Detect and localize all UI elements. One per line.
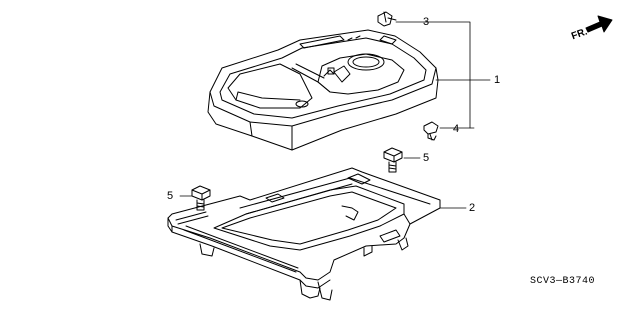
clip-part-4 xyxy=(423,121,439,141)
callout-2: 2 xyxy=(469,202,476,214)
bolt-part-5a xyxy=(383,147,403,173)
diagram-code: SCV3—B3740 xyxy=(530,276,596,287)
callout-1: 1 xyxy=(494,74,501,86)
leader-lines xyxy=(179,21,491,209)
callout-5-lower: 5 xyxy=(167,190,174,202)
front-direction-arrow-icon xyxy=(585,15,613,33)
mounting-bracket-part xyxy=(167,167,441,301)
callout-5-upper: 5 xyxy=(423,152,430,164)
console-tray-part xyxy=(207,29,439,151)
leader-4-branch xyxy=(439,79,471,129)
callout-4: 4 xyxy=(453,123,460,135)
callout-3: 3 xyxy=(423,16,430,28)
clip-part-3 xyxy=(377,11,397,27)
leader-3 xyxy=(395,21,471,81)
